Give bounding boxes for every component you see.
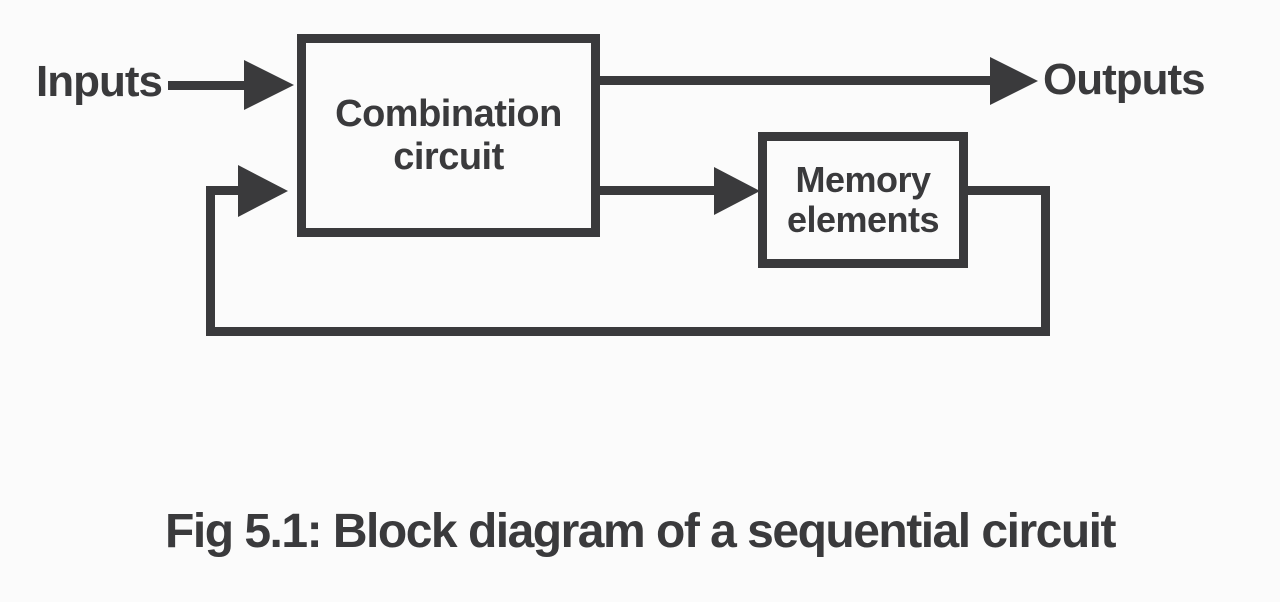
figure-caption: Fig 5.1: Block diagram of a sequential c… (165, 505, 1116, 558)
feedback-memory-exit-line (967, 186, 1050, 195)
inputs-label: Inputs (36, 57, 163, 106)
memory-elements-label-line1: Memory (795, 159, 931, 200)
combination-to-memory-line (600, 186, 718, 195)
outputs-arrow-line (600, 76, 992, 85)
combination-circuit-label-line2: circuit (393, 135, 504, 178)
memory-elements-box: Memory elements (758, 132, 968, 268)
feedback-bottom-line (206, 327, 1050, 336)
inputs-arrow-line (168, 81, 246, 90)
combination-circuit-box: Combination circuit (297, 34, 600, 237)
outputs-label: Outputs (1043, 55, 1206, 104)
feedback-arrowhead-icon (238, 165, 288, 217)
outputs-arrowhead-icon (990, 57, 1038, 105)
combination-to-memory-arrowhead-icon (714, 167, 760, 215)
feedback-stub-line (206, 186, 240, 195)
combination-circuit-label-line1: Combination (335, 92, 562, 135)
feedback-right-vertical-line (1041, 186, 1050, 336)
feedback-left-vertical-line (206, 186, 215, 336)
memory-elements-label-line2: elements (786, 199, 940, 240)
inputs-arrowhead-icon (244, 60, 294, 110)
